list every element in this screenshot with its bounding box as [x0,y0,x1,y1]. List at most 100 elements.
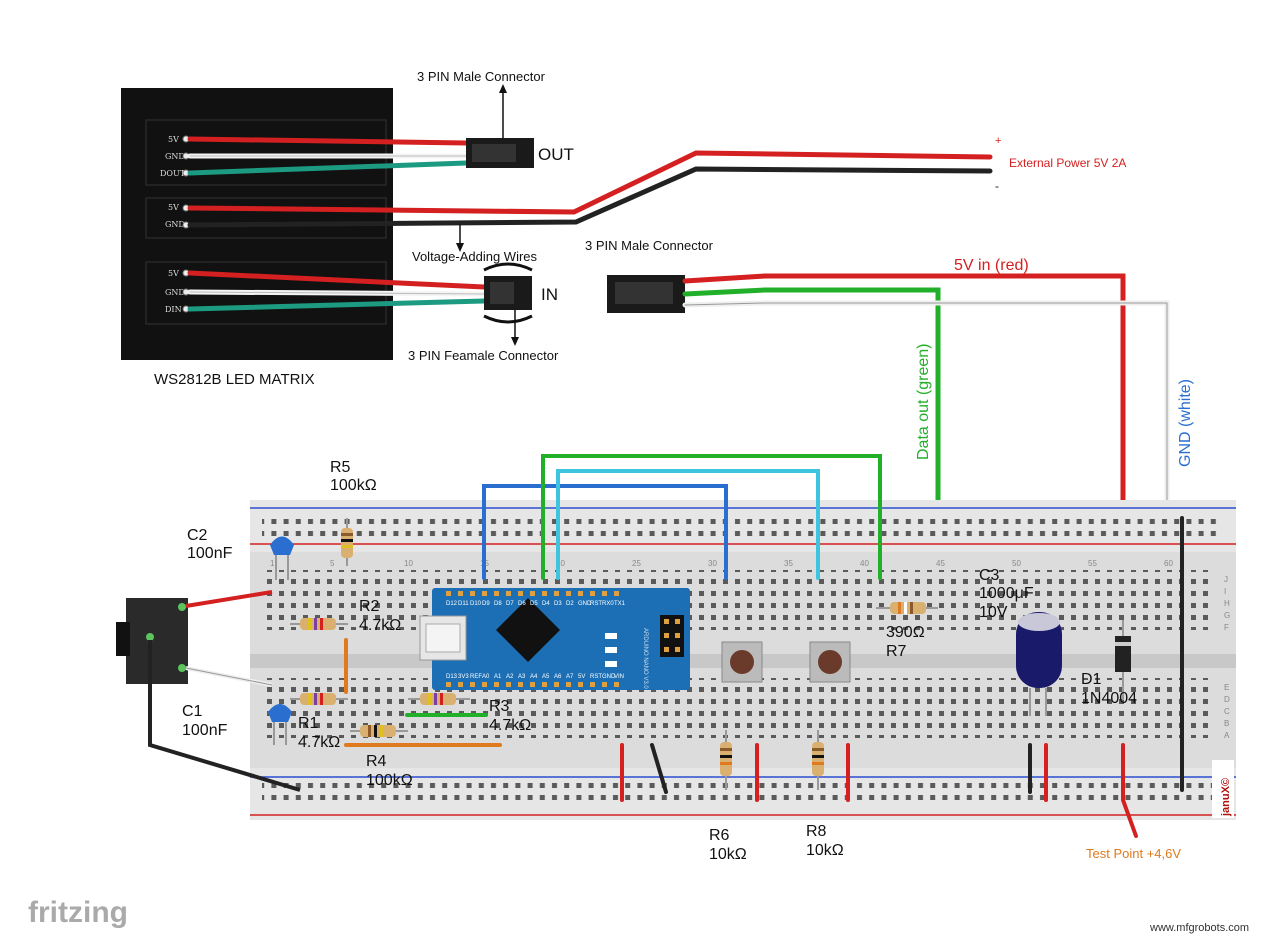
row-letter: H [1224,599,1230,608]
matrix-title: WS2812B LED MATRIX [154,371,315,388]
resistor-r8 [812,730,824,790]
r8-value: 10kΩ [806,842,844,859]
arduino-top-pin-label: D11 [458,601,469,607]
col-num: 5 [330,559,335,568]
matrix-pin-gnd-top: GND [165,152,185,161]
r3-value: 4.7kΩ [489,717,531,734]
row-letter: E [1224,683,1229,692]
d1-name: D1 [1081,671,1102,688]
arduino-bottom-pin-label: A1 [494,674,502,680]
arduino-top-pin-label: D3 [554,601,562,607]
r8-name: R8 [806,823,827,840]
capacitor-c1 [268,704,292,745]
matrix-pin-dout: DOUT [160,169,186,178]
arduino-top-pin-label: RX0 [602,601,614,607]
col-num: 25 [632,559,641,568]
in-female-connector-label: 3 PIN Feamale Connector [408,348,559,363]
arduino-bottom-pin-label: A5 [542,674,550,680]
row-letter: F [1224,623,1229,632]
c3-value: 1000μF [979,585,1034,602]
r1-value: 4.7kΩ [298,734,340,751]
arduino-top-pin-label: TX1 [614,601,626,607]
row-letter: A [1224,731,1230,740]
pushbutton-2 [809,641,851,683]
audio-jack [116,590,301,792]
microcontroller-chip [496,598,560,662]
arduino-top-pin-label: RST [590,601,602,607]
matrix-pin-5v-bottom: 5V [168,269,179,278]
arduino-top-pin-label: D9 [482,601,490,607]
power-minus: - [995,179,999,193]
matrix-pin-gnd-bottom: GND [165,288,185,297]
row-letter: C [1224,707,1230,716]
r6-value: 10kΩ [709,846,747,863]
arduino-top-pin-label: D12 [446,601,458,607]
arduino-bottom-pin-label: 3V3 [458,674,469,680]
col-num: 1 [270,559,275,568]
out-label: OUT [538,145,574,164]
feed-wires [682,273,1170,581]
arduino-top-pin-label: GND [578,601,592,607]
arduino-bottom-pin-label: VIN [614,674,624,680]
arduino-top-pin-label: D5 [530,601,538,607]
arduino-bottom-pin-label: A2 [506,674,514,680]
matrix-pin-gnd-mid: GND [165,220,185,229]
arduino-top-pin-label: D4 [542,601,550,607]
resistor-r5 [341,518,353,566]
row-letter: J [1224,575,1228,584]
second-male-connector-label: 3 PIN Male Connector [585,238,714,253]
r2-value: 4.7kΩ [359,617,401,634]
c2-name: C2 [187,527,208,544]
arduino-top-pin-label: D10 [470,601,482,607]
r4-name: R4 [366,753,387,770]
col-num: 45 [936,559,945,568]
c1-name: C1 [182,703,203,720]
r1-name: R1 [298,715,319,732]
resistor-r7 [876,602,938,614]
resistor-r3 [408,693,470,705]
test-point-label: Test Point +4,6V [1086,846,1181,861]
arduino-top-pin-label: D8 [494,601,502,607]
c3-name: C3 [979,567,1000,584]
capacitor-c2 [270,536,294,580]
arduino-top-pin-label: D2 [566,601,574,607]
in-label: IN [541,285,558,304]
arduino-board-text: ARDUINO NANO V3.0 [642,628,648,689]
col-num: 50 [1012,559,1021,568]
r2-name: R2 [359,598,380,615]
arduino-bottom-pin-label: 5V [578,674,585,680]
arduino-bottom-pin-label: RST [590,674,602,680]
resistor-r2 [290,618,348,630]
arduino-bottom-pin-label: A3 [518,674,526,680]
arduino-bottom-pin-label: A6 [554,674,562,680]
col-num: 30 [708,559,717,568]
arduino-top-pin-label: D6 [518,601,526,607]
arduino-bottom-pin-label: GND [602,674,616,680]
c3-voltage: 10V [979,604,1008,621]
led-matrix: 5V GND DOUT 5V GND 5V GND DIN WS2812B LE… [121,88,393,388]
arduino-bottom-pin-label: A0 [482,674,490,680]
in-connector: Voltage-Adding Wires IN 3 PIN Feamale Co… [408,224,559,363]
matrix-pin-5v-top: 5V [168,135,179,144]
col-num: 10 [404,559,413,568]
resistor-r1 [290,693,348,705]
second-male-connector: 3 PIN Male Connector [585,238,714,313]
watermark: www.mfgrobots.com [1149,922,1249,934]
pushbutton-1 [721,641,763,683]
arduino-bottom-pin-label: REF [470,674,482,680]
diode-d1 [1115,620,1131,700]
col-num: 20 [556,559,565,568]
resistor-r4 [350,725,408,737]
green-wire-label: Data out (green) [915,343,932,460]
matrix-pin-5v-mid: 5V [168,203,179,212]
r6-name: R6 [709,827,730,844]
arduino-board [432,588,690,690]
external-power-label: External Power 5V 2A [1009,156,1126,170]
r7-name: R7 [886,643,907,660]
arduino-bottom-pin-label: D13 [446,674,458,680]
r3-name: R3 [489,698,510,715]
fritzing-logo: fritzing [28,896,128,929]
d1-value: 1N4004 [1081,690,1137,707]
